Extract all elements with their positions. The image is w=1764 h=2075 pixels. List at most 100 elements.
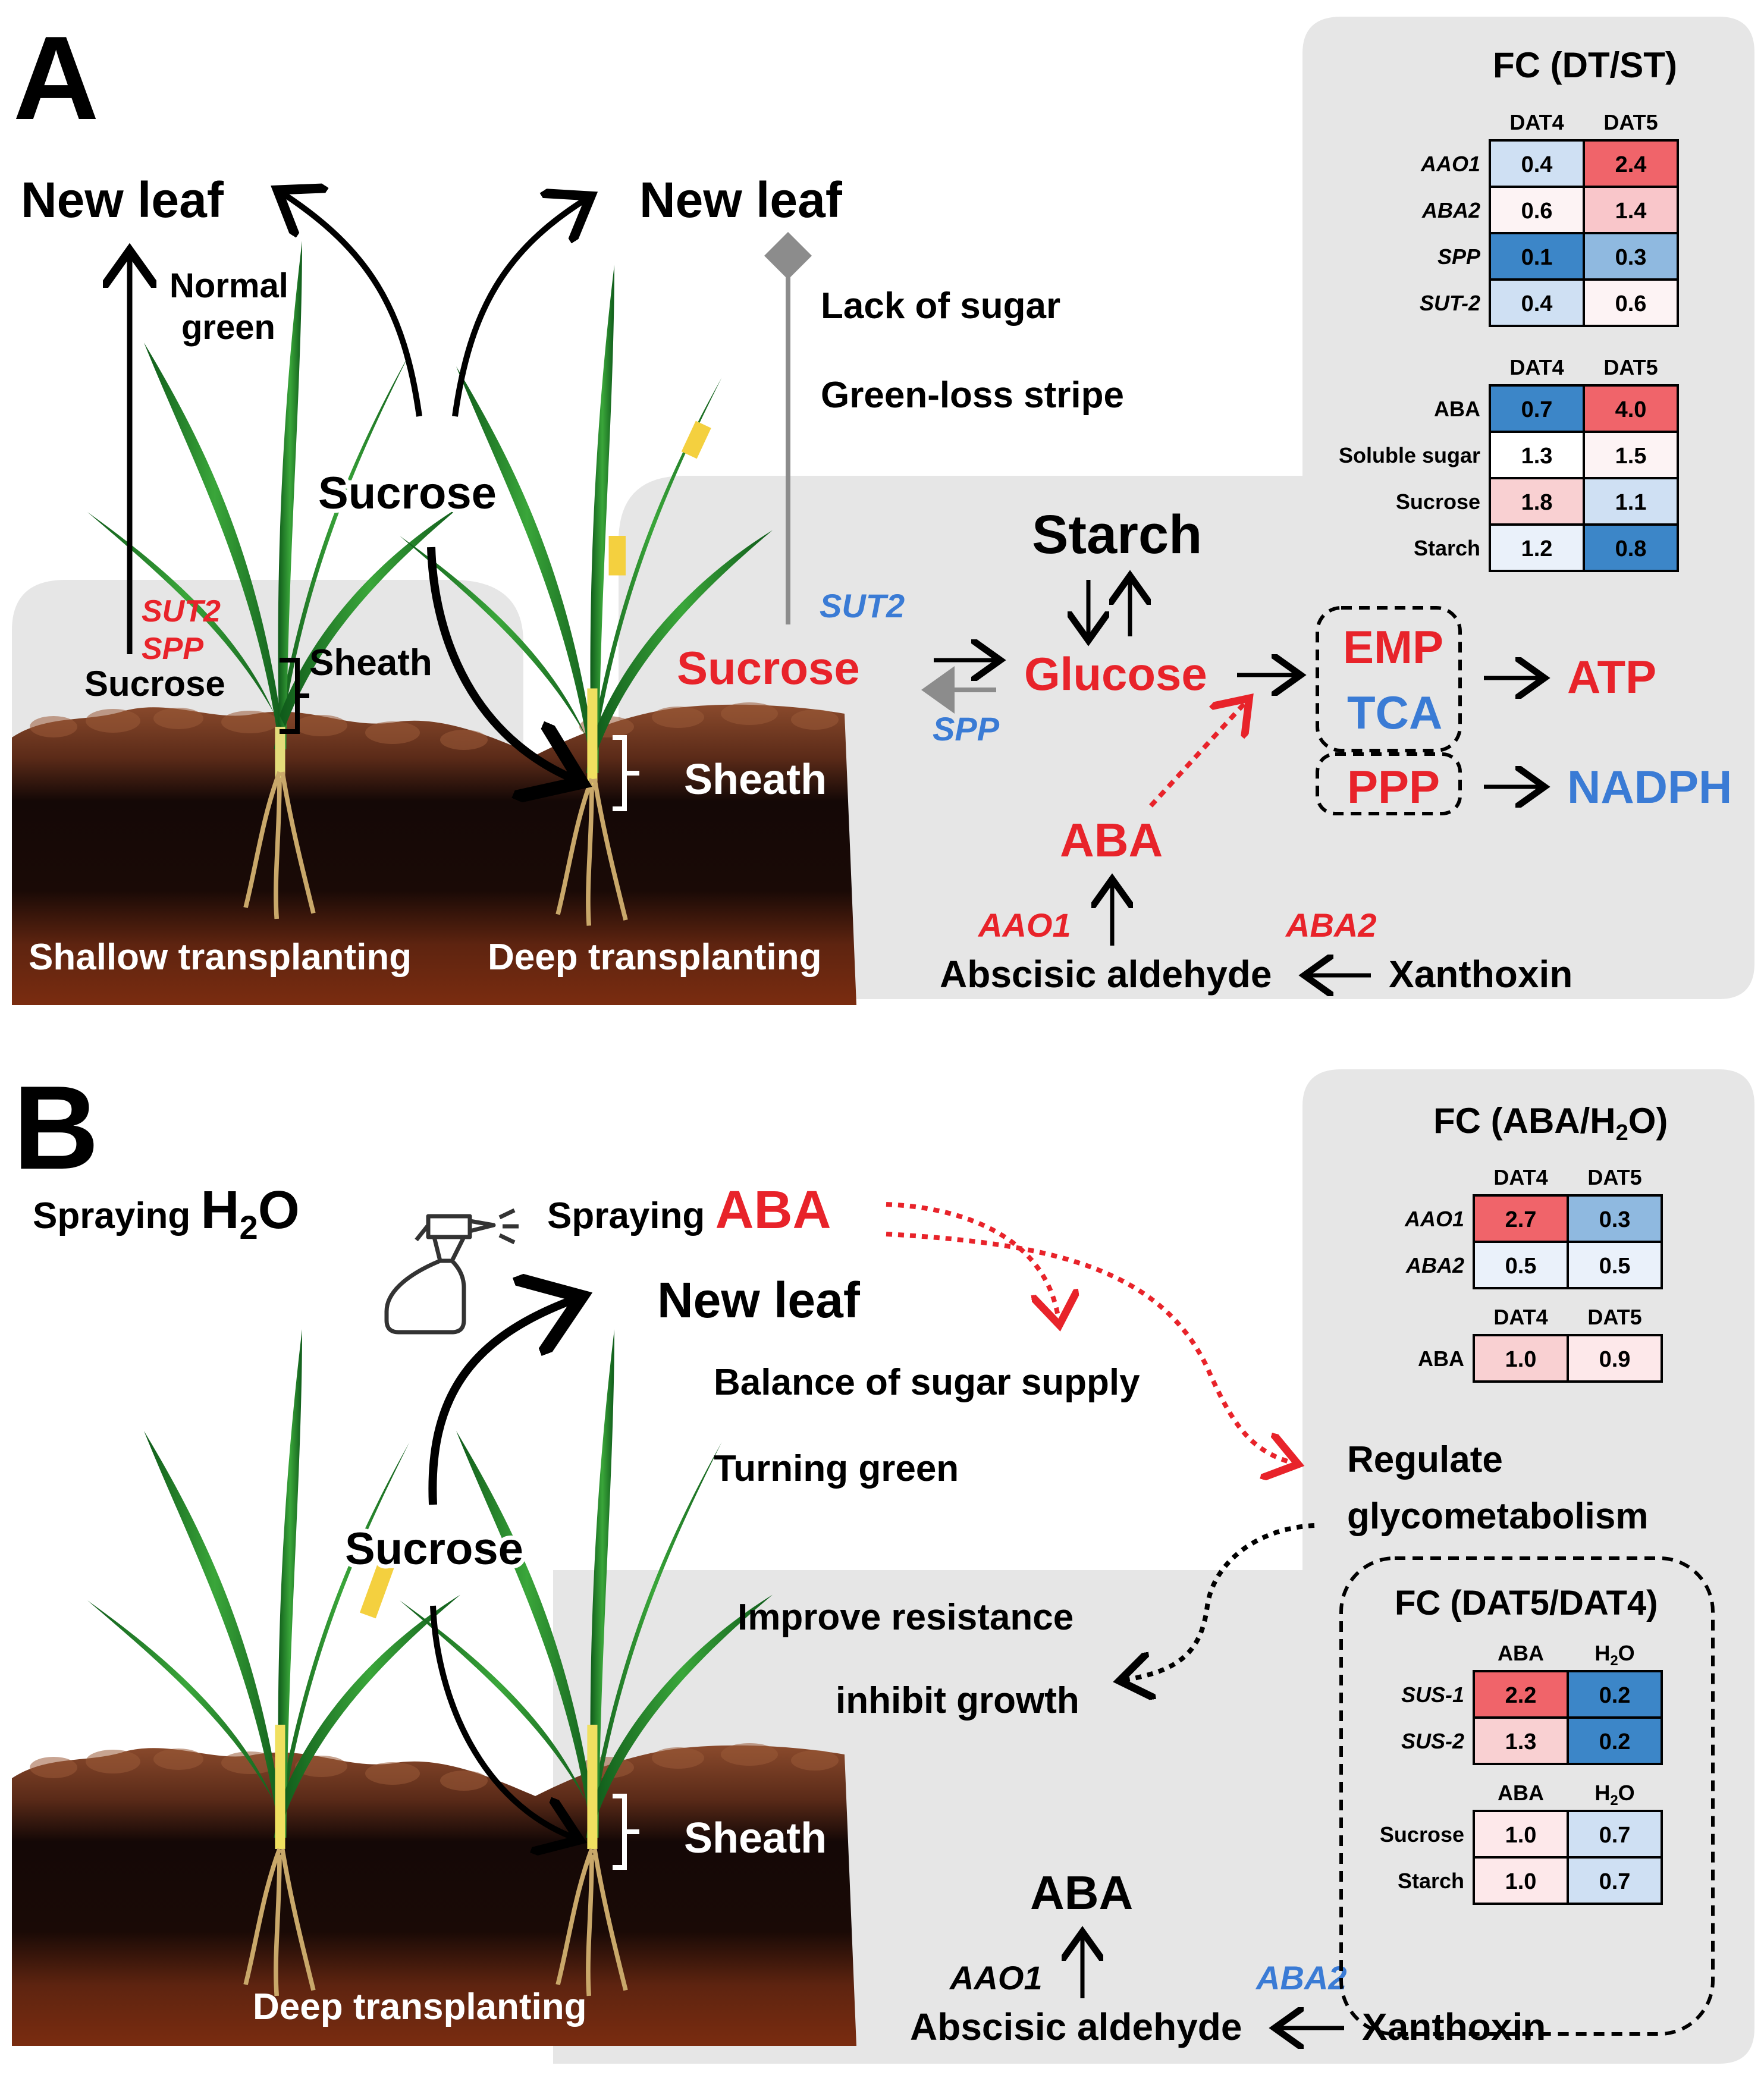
panelB-table4-row-label: Sucrose bbox=[1380, 1822, 1464, 1847]
panelA-normal-green-1: Normal bbox=[170, 266, 288, 305]
panelB-table3-col-header: ABA bbox=[1498, 1641, 1544, 1665]
panelA-arrow-aba-glucose bbox=[1149, 702, 1246, 808]
panelB-table1-row-label: AAO1 bbox=[1404, 1207, 1464, 1231]
panelA-table1-row-label: AAO1 bbox=[1420, 152, 1480, 176]
panelB-table1-cell-value: 2.7 bbox=[1505, 1207, 1537, 1232]
panelB-balance: Balance of sugar supply bbox=[714, 1362, 1140, 1403]
panelA-bracket-right bbox=[613, 735, 639, 811]
panelB-arrow-regulate-improve bbox=[1124, 1523, 1315, 1680]
panelB-table2-row-label: ABA bbox=[1418, 1346, 1464, 1371]
panelA-table2-col-header: DAT5 bbox=[1603, 355, 1658, 379]
panelB-spraying-aba: Spraying ABA bbox=[547, 1181, 831, 1240]
panelA-table2-cell-value: 1.8 bbox=[1521, 490, 1553, 515]
panelA-sucrose-left: Sucrose bbox=[84, 664, 225, 704]
panelA-glucose: Glucose bbox=[1024, 648, 1207, 700]
panelB-table1-row-label: ABA2 bbox=[1405, 1253, 1464, 1277]
panelA-tca: TCA bbox=[1347, 686, 1442, 739]
panelA-table2-cell bbox=[1583, 523, 1679, 572]
panelB-table3-cell bbox=[1473, 1716, 1569, 1765]
panelB-table2-col-header: DAT4 bbox=[1493, 1305, 1548, 1329]
panelA-normal-green-2: green bbox=[181, 308, 275, 347]
panelB-aba: ABA bbox=[1030, 1866, 1133, 1919]
panelB-table4-cell-value: 1.0 bbox=[1505, 1823, 1537, 1848]
panelA-fc-title: FC (DT/ST) bbox=[1493, 45, 1677, 85]
panelA-table1-col-header: DAT5 bbox=[1603, 110, 1658, 134]
panelB-aao1: AAO1 bbox=[949, 1959, 1043, 1996]
panelA-sucrose-red: Sucrose bbox=[677, 642, 860, 694]
panelA-table1-cell-value: 0.1 bbox=[1521, 245, 1553, 270]
panelB-table3-row-label: SUS-1 bbox=[1401, 1682, 1464, 1707]
panelB-table3-row-label: SUS-2 bbox=[1401, 1729, 1464, 1753]
panelA-aba2: ABA2 bbox=[1285, 906, 1376, 944]
panelB-table4-cell bbox=[1567, 1810, 1663, 1859]
panelB-arrow-aba-regulate bbox=[886, 1232, 1294, 1463]
panelB-box-fc2 bbox=[1339, 1556, 1715, 2036]
spray-bottle-icon bbox=[384, 1208, 519, 1335]
panelB-table2-cell-value: 0.9 bbox=[1599, 1347, 1631, 1372]
panelA-table2-row-label: Soluble sugar bbox=[1339, 443, 1480, 467]
panelA-table2-cell-value: 1.1 bbox=[1615, 490, 1647, 515]
panelB-fc-title: FC (ABA/H2O) bbox=[1433, 1101, 1668, 1145]
panelA-table1-cell-value: 0.6 bbox=[1521, 199, 1553, 224]
panelB-table4-row-label: Starch bbox=[1398, 1869, 1464, 1893]
panelB-plant-aba bbox=[400, 1329, 773, 1996]
panelB-table4-cell bbox=[1473, 1856, 1569, 1905]
panelB-table4-cell-value: 1.0 bbox=[1505, 1869, 1537, 1894]
panelA-shallow: Shallow transplanting bbox=[29, 937, 412, 978]
panelB-soil bbox=[12, 1745, 856, 2046]
panelA-sut2-red: SUT2 bbox=[142, 594, 221, 629]
panelB-table4-col-header: ABA bbox=[1498, 1781, 1544, 1805]
panelA-xanthoxin: Xanthoxin bbox=[1389, 953, 1572, 996]
panelB-table3-col-header: H2O bbox=[1594, 1641, 1634, 1669]
panelA-table2-cell bbox=[1489, 431, 1585, 479]
panelB-table2-cell-value: 1.0 bbox=[1505, 1347, 1537, 1372]
panelB-table4-col-header: H2O bbox=[1594, 1781, 1634, 1809]
panelA-sucrose-center: Sucrose bbox=[318, 468, 497, 519]
panelA-table1-cell bbox=[1583, 278, 1679, 327]
panelB-table3-cell-value: 1.3 bbox=[1505, 1729, 1537, 1754]
panelA-bracket-left bbox=[280, 658, 309, 734]
panelB-turning-green: Turning green bbox=[714, 1448, 959, 1489]
panelA-sheath-right: Sheath bbox=[684, 756, 827, 803]
panelA-table1-cell bbox=[1489, 186, 1585, 234]
panelA-lack-of-sugar: Lack of sugar bbox=[821, 285, 1060, 327]
panelA-table1-cell bbox=[1489, 139, 1585, 188]
panelB-table4-cell-value: 0.7 bbox=[1599, 1869, 1631, 1894]
panelB-deep: Deep transplanting bbox=[253, 1986, 587, 2027]
panelA-table2-cell bbox=[1489, 523, 1585, 572]
panelA-table1-row-label: SUT-2 bbox=[1420, 291, 1480, 315]
panelA-atp: ATP bbox=[1567, 651, 1656, 703]
panelA-letter: A bbox=[13, 12, 99, 145]
panelA-table2-cell bbox=[1489, 477, 1585, 526]
panelB-table1-cell bbox=[1473, 1241, 1569, 1289]
panelB-inhibit: inhibit growth bbox=[836, 1680, 1079, 1721]
panelA-arrow-sucrose-to-newleaf-right bbox=[452, 199, 586, 417]
panelB-xanthoxin: Xanthoxin bbox=[1362, 2005, 1546, 2048]
panelA-table2-row-label: Sucrose bbox=[1396, 489, 1480, 514]
panelA-table2-row-label: Starch bbox=[1414, 536, 1480, 560]
panelA-table2-row-label: ABA bbox=[1434, 397, 1480, 421]
panelB-gray-region bbox=[553, 1069, 1754, 2064]
panelB-improve: Improve resistance bbox=[737, 1597, 1074, 1638]
panelA-emp: EMP bbox=[1343, 621, 1443, 673]
panelB-spraying-h2o: Spraying H2O bbox=[33, 1181, 300, 1246]
panelA-table2-cell-value: 0.7 bbox=[1521, 397, 1553, 422]
panelA-table2-cell-value: 1.3 bbox=[1521, 444, 1553, 469]
panelA-plant-shallow bbox=[87, 240, 460, 919]
panelA-table1-cell-value: 0.4 bbox=[1521, 152, 1553, 177]
panelA-new-leaf-right: New leaf bbox=[639, 172, 843, 228]
panelB-table1-cell-value: 0.3 bbox=[1599, 1207, 1631, 1232]
panelA-sut2-blue: SUT2 bbox=[820, 587, 905, 624]
panelA-table2-cell-value: 4.0 bbox=[1615, 397, 1647, 422]
panelA-aao1: AAO1 bbox=[977, 906, 1071, 944]
panelA-table1-cell bbox=[1583, 186, 1679, 234]
panelA-table1-cell bbox=[1583, 139, 1679, 188]
panelA-deep: Deep transplanting bbox=[488, 937, 822, 978]
panelA-green-loss: Green-loss stripe bbox=[821, 375, 1124, 416]
panelA-table1-row-label: ABA2 bbox=[1421, 198, 1480, 222]
panelA-table2-col-header: DAT4 bbox=[1509, 355, 1564, 379]
